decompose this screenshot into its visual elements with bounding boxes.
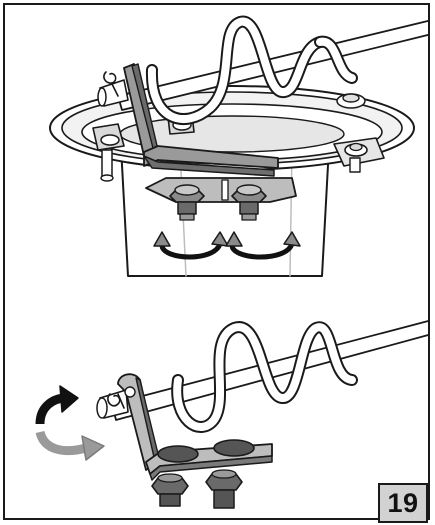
bottom-nut-left: [151, 473, 189, 507]
bottom-nut-right: [205, 469, 243, 509]
top-cotter-pin: [97, 71, 129, 107]
tighten-rotation-arrow-icon: [153, 231, 301, 260]
top-helix-coil: [145, 15, 358, 125]
top-clamp-bolt-right: [231, 184, 267, 221]
top-clamp-bolt-left: [169, 184, 205, 221]
flange-bolt-back: [336, 93, 366, 109]
bottom-helix-coil: [171, 321, 358, 433]
bottom-clamp-pad-left: [157, 445, 199, 463]
bottom-cotter-pin: [96, 389, 129, 419]
top-panel-view: [49, 15, 428, 277]
bottom-panel-view: [35, 320, 428, 509]
top-bracket-horizontal-arm: [143, 145, 279, 177]
bottom-antenna-rod: [111, 320, 428, 421]
flange-bolt-right: [333, 137, 385, 173]
step-number-label: 19: [387, 487, 419, 518]
step-number-badge: 19: [378, 483, 428, 523]
top-clamp-plate: [145, 177, 297, 203]
fold-rotation-arrow-icon: [35, 385, 105, 461]
bottom-clamp-pad-right: [213, 439, 255, 457]
flange-bolt-left: [92, 123, 125, 182]
